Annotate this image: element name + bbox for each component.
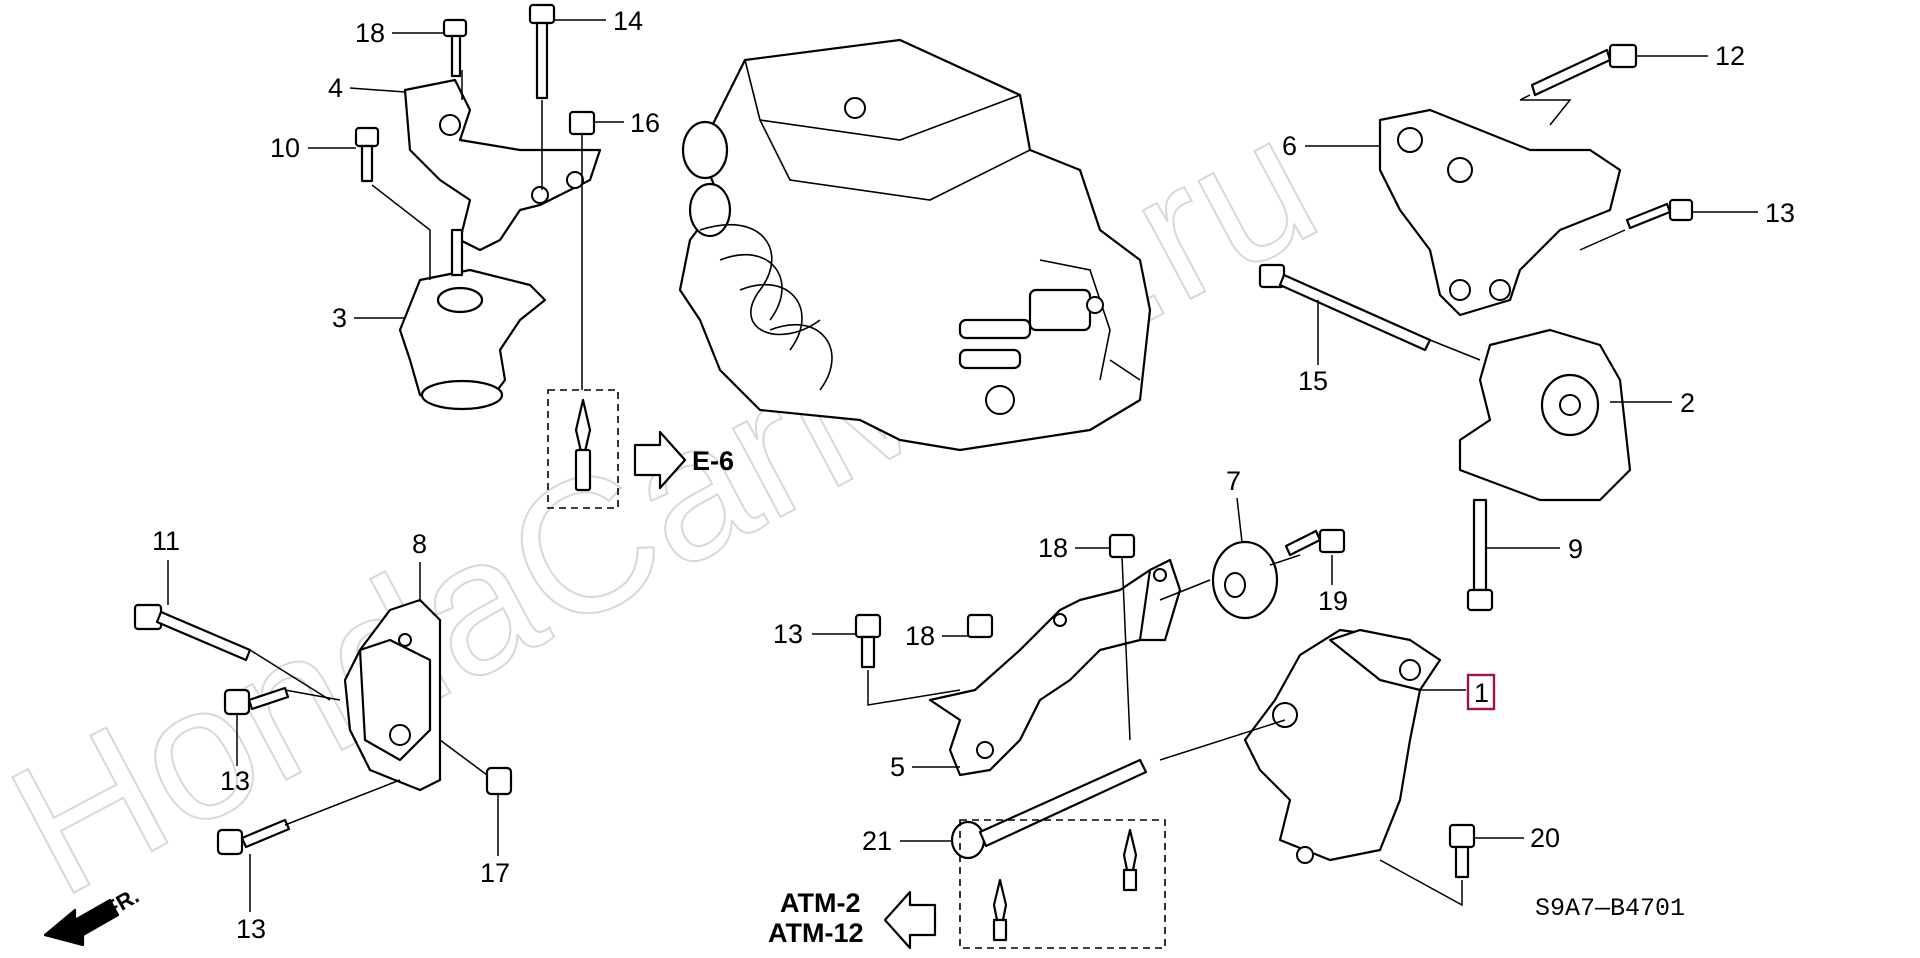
ref-atm2: ATM-2 — [780, 888, 861, 918]
callout-8: 8 — [412, 529, 427, 559]
callouts: 18 14 4 16 10 3 E-6 12 6 13 15 2 9 — [152, 6, 1795, 948]
callout-6: 6 — [1282, 131, 1297, 161]
upper-right-mount-assembly — [1258, 43, 1694, 612]
callout-15: 15 — [1298, 366, 1328, 396]
front-arrow-icon — [43, 898, 120, 947]
callout-3: 3 — [332, 303, 347, 333]
callout-21: 21 — [862, 826, 892, 856]
bolt-12 — [1530, 43, 1638, 97]
lower-center-mount-assembly — [854, 528, 1346, 950]
bolt-9 — [1466, 498, 1494, 612]
callout-1: 1 — [1474, 678, 1489, 708]
nut-18-center-b — [966, 613, 994, 639]
bolt-19 — [1284, 528, 1346, 557]
bolt-11 — [133, 603, 252, 662]
bolt-14 — [528, 3, 556, 100]
callout-20: 20 — [1530, 823, 1560, 853]
lower-right-mount-assembly — [1159, 628, 1476, 907]
bolt-20 — [1448, 823, 1476, 879]
callout-10: 10 — [270, 133, 300, 163]
bolt-10 — [354, 126, 380, 183]
callout-13-upper-right: 13 — [1765, 198, 1795, 228]
lower-left-mount-assembly — [133, 598, 513, 856]
callout-4: 4 — [328, 73, 343, 103]
callout-13-left-b: 13 — [236, 914, 266, 944]
nut-17 — [485, 766, 513, 796]
callout-11: 11 — [152, 526, 180, 556]
nut-16 — [568, 110, 596, 136]
bolt-13-left-a — [223, 686, 290, 716]
ref-e6: E-6 — [692, 446, 734, 476]
engine-assembly — [678, 38, 1152, 452]
bolt-13-center — [854, 613, 882, 669]
callout-2: 2 — [1680, 388, 1695, 418]
stud-reference-box-atm — [959, 819, 1166, 949]
diagram-code: S9A7—B4701 — [1535, 894, 1685, 923]
callout-19: 19 — [1318, 586, 1348, 616]
callout-18-center-b: 18 — [905, 621, 935, 651]
callout-9: 9 — [1568, 534, 1583, 564]
callout-5: 5 — [890, 752, 905, 782]
callout-18-top: 18 — [355, 18, 385, 48]
callout-13-center: 13 — [773, 619, 803, 649]
arrow-left-icon — [883, 890, 937, 950]
callout-7: 7 — [1226, 466, 1241, 496]
bolt-13-upper-right — [1625, 198, 1694, 230]
watermark-text: HondaCarMini.ru — [0, 75, 1347, 936]
stud-reference-box-e6 — [547, 389, 687, 509]
callout-16: 16 — [630, 108, 660, 138]
callout-13-left-a: 13 — [220, 766, 250, 796]
arrow-right-icon — [633, 430, 687, 490]
nut-18-center-a — [1108, 533, 1136, 559]
callout-1-highlight-box — [1466, 673, 1496, 711]
bolt-13-left-b — [216, 818, 291, 856]
bolt-21 — [950, 758, 1148, 860]
callout-18-center-a: 18 — [1038, 533, 1068, 563]
bolt-15 — [1258, 263, 1432, 352]
callout-14: 14 — [613, 6, 643, 36]
callout-17: 17 — [480, 858, 510, 888]
upper-left-mount-assembly — [354, 3, 602, 411]
callout-12: 12 — [1715, 41, 1745, 71]
ref-atm12: ATM-12 — [768, 918, 864, 948]
bolt-18-top — [442, 18, 468, 78]
